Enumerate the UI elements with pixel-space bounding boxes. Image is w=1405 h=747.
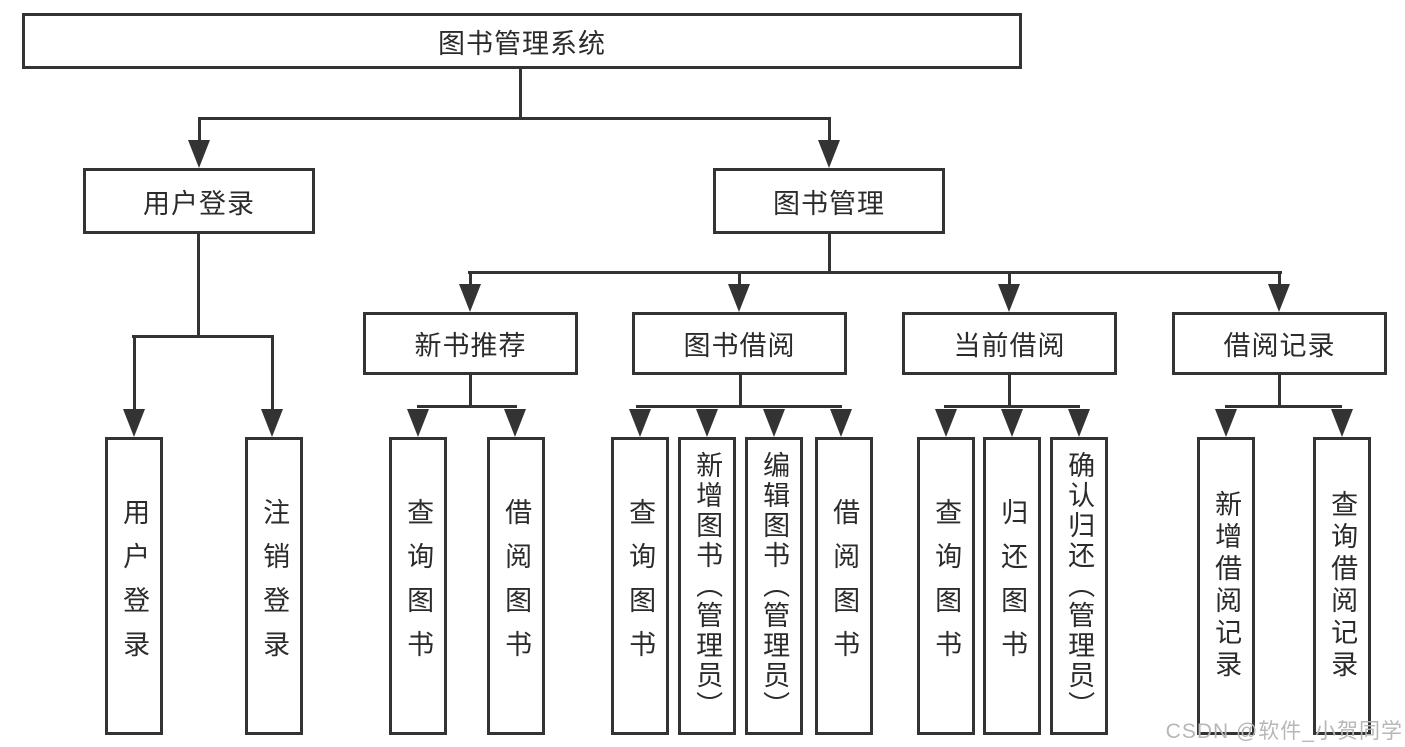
- arrow-down-icon: [629, 409, 651, 437]
- arrow-down-icon: [261, 409, 283, 437]
- node-borrow-books-recommend: 借阅图书: [487, 437, 545, 735]
- arrow-down-icon: [504, 409, 526, 437]
- connector-line: [469, 271, 472, 287]
- connector-line: [197, 234, 200, 338]
- connector-line: [738, 271, 741, 287]
- node-user-login: 用户登录: [105, 437, 163, 735]
- connector-line: [828, 117, 831, 143]
- arrow-down-icon: [998, 284, 1020, 312]
- arrow-down-icon: [1215, 409, 1237, 437]
- arrow-down-icon: [818, 140, 840, 168]
- arrow-down-icon: [1001, 409, 1023, 437]
- connector-line: [132, 335, 274, 338]
- node-borrow-books-borrowing: 借阅图书: [815, 437, 873, 735]
- connector-line: [469, 375, 472, 408]
- connector-line: [519, 68, 522, 120]
- arrow-down-icon: [763, 409, 785, 437]
- node-add-books-admin: 新增图书（管理员）: [678, 437, 736, 735]
- arrow-down-icon: [1268, 284, 1290, 312]
- arrow-down-icon: [1331, 409, 1353, 437]
- arrow-down-icon: [123, 409, 145, 437]
- node-new-book-recommendation: 新书推荐: [363, 312, 578, 375]
- connector-line: [1008, 271, 1011, 287]
- arrow-down-icon: [935, 409, 957, 437]
- arrow-down-icon: [188, 140, 210, 168]
- node-query-borrow-record: 查询借阅记录: [1313, 437, 1371, 735]
- arrow-down-icon: [728, 284, 750, 312]
- node-root: 图书管理系统: [22, 13, 1022, 69]
- node-borrowing-records: 借阅记录: [1172, 312, 1387, 375]
- node-current-borrowing: 当前借阅: [902, 312, 1117, 375]
- node-add-borrow-record: 新增借阅记录: [1197, 437, 1255, 735]
- connector-line: [198, 117, 831, 120]
- connector-line: [1278, 271, 1281, 287]
- connector-line: [417, 405, 517, 408]
- node-query-books-recommend: 查询图书: [389, 437, 447, 735]
- node-logout-login: 注销登录: [245, 437, 303, 735]
- node-return-books: 归还图书: [983, 437, 1041, 735]
- connector-line: [198, 117, 201, 143]
- connector-line: [1008, 375, 1011, 408]
- node-confirm-return-admin: 确认归还（管理员）: [1050, 437, 1108, 735]
- connector-line: [828, 233, 831, 274]
- connector-line: [468, 271, 1282, 274]
- node-edit-books-admin: 编辑图书（管理员）: [745, 437, 803, 735]
- node-book-management: 图书管理: [713, 168, 945, 234]
- watermark: CSDN @软件_小贺同学: [1165, 720, 1403, 743]
- node-query-books-borrowing: 查询图书: [611, 437, 669, 735]
- arrow-down-icon: [696, 409, 718, 437]
- arrow-down-icon: [459, 284, 481, 312]
- connector-line: [271, 335, 274, 411]
- arrow-down-icon: [1068, 409, 1090, 437]
- node-book-borrowing: 图书借阅: [632, 312, 847, 375]
- node-user-login-branch: 用户登录: [83, 168, 315, 234]
- connector-line: [944, 405, 1080, 408]
- node-query-books-current: 查询图书: [917, 437, 975, 735]
- connector-line: [133, 335, 136, 411]
- arrow-down-icon: [407, 409, 429, 437]
- connector-line: [1278, 375, 1281, 408]
- connector-line: [636, 405, 842, 408]
- connector-line: [1225, 405, 1342, 408]
- arrow-down-icon: [830, 409, 852, 437]
- connector-line: [739, 375, 742, 408]
